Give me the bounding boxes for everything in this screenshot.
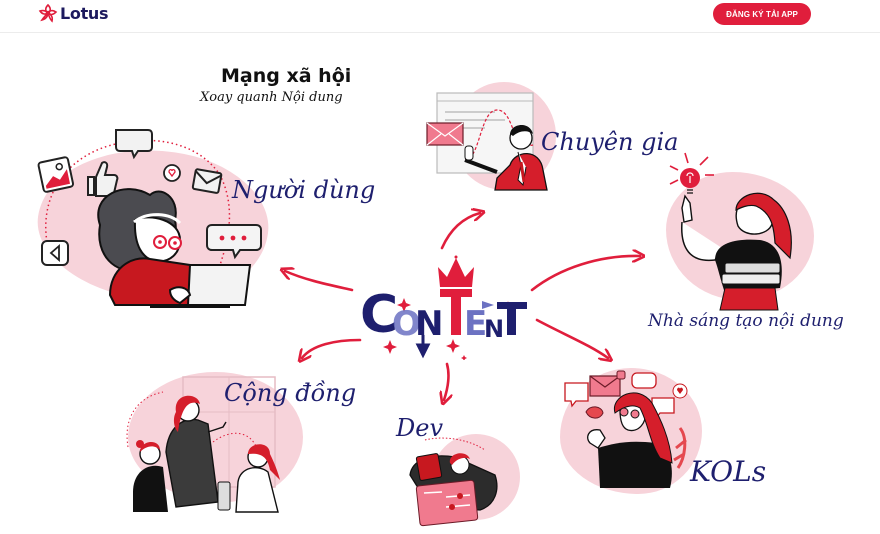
arrow-to-kols [535, 318, 608, 358]
dev-illustration [409, 437, 498, 527]
creators-label: Nhà sáng tạo nội dung [648, 311, 844, 331]
logo-text: Lotus [60, 3, 109, 23]
hero-title: Mạng xã hội [221, 65, 352, 87]
arrow-to-experts [440, 213, 480, 250]
letter-o: O [392, 304, 421, 344]
community-label: Cộng đồng [224, 379, 357, 407]
creators-illustration [669, 152, 792, 311]
letter-e: E [464, 304, 487, 344]
dev-label: Dev [396, 414, 444, 442]
lotus-logo-icon [38, 3, 58, 23]
letter-c: C [360, 285, 398, 345]
users-label: Người dùng [232, 176, 376, 204]
community-illustration [126, 376, 280, 513]
experts-illustration [426, 92, 548, 191]
hero-subtitle: Xoay quanh Nội dung [200, 90, 343, 105]
top-nav: Lotus ĐĂNG KÝ TẢI APP [0, 0, 880, 33]
kols-label: KOLs [690, 455, 767, 488]
arrow-to-creators [530, 256, 640, 292]
register-download-app-button[interactable]: ĐĂNG KÝ TẢI APP [713, 3, 811, 25]
arrow-to-community [302, 338, 362, 358]
users-illustration [37, 129, 262, 308]
kols-illustration [564, 370, 688, 488]
content-center-logo: C O N E N [360, 255, 535, 361]
content-wordmark: C O N E N [360, 255, 527, 361]
letter-n2: N [484, 315, 504, 343]
logo-link[interactable]: Lotus [38, 3, 109, 23]
letter-n: N [415, 304, 443, 344]
experts-label: Chuyên gia [541, 128, 679, 156]
arrow-to-dev [444, 362, 448, 400]
arrow-to-users [285, 271, 354, 292]
